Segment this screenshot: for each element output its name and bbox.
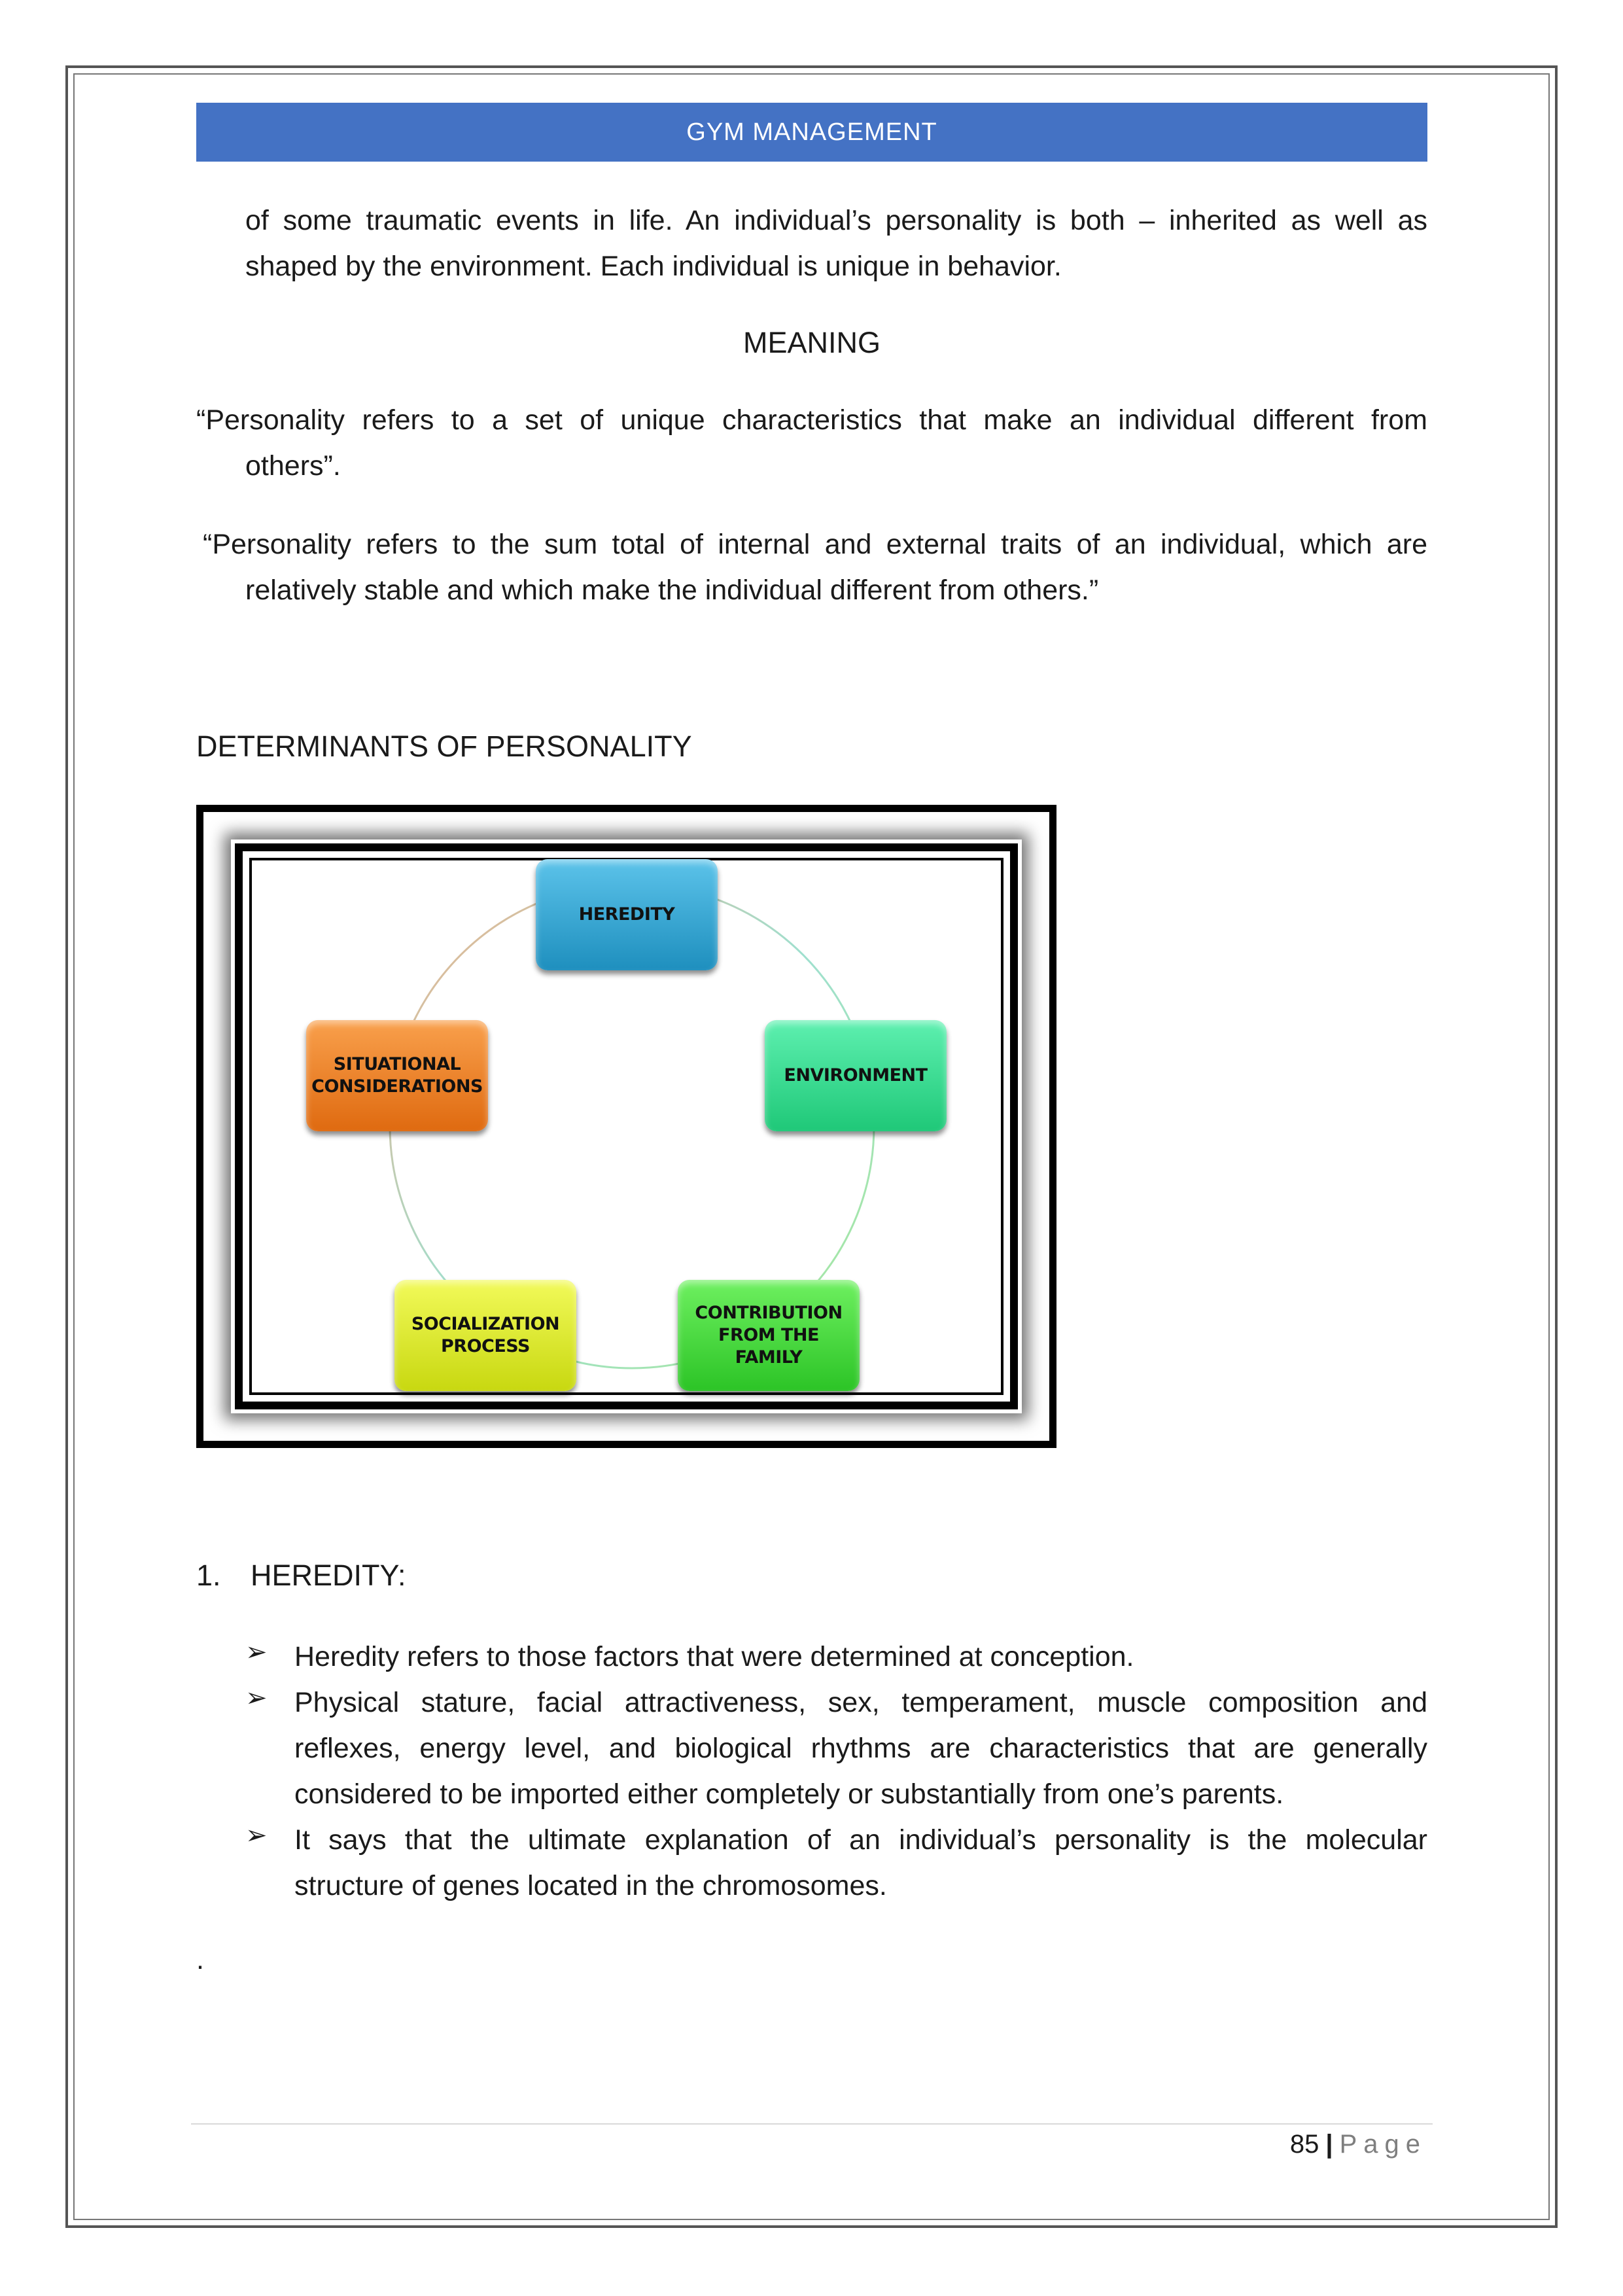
node-environment: ENVIRONMENT (765, 1020, 947, 1131)
definition-2-line-1: “Personality refers to the sum total of … (203, 529, 1427, 560)
bullet-2-line-1: Physical stature, facial attractiveness,… (294, 1687, 1427, 1718)
page-border-outer (65, 65, 1558, 2228)
page-border-inner (73, 73, 1550, 2220)
footer-divider (191, 2123, 1433, 2125)
bullet-3-line-1: It says that the ultimate explanation of… (294, 1824, 1427, 1856)
node-socialization-label: SOCIALIZATION PROCESS (411, 1314, 560, 1356)
bullet-2-line-2: reflexes, energy level, and biological r… (294, 1733, 1427, 1764)
arrow-bullet-icon: ➢ (245, 1821, 268, 1850)
definition-1-line-2: others”. (245, 450, 341, 482)
definition-1-line-1: “Personality refers to a set of unique c… (196, 404, 1427, 436)
intro-line-2: shaped by the environment. Each individu… (245, 251, 1062, 282)
node-situational-considerations: SITUATIONAL CONSIDERATIONS (306, 1020, 488, 1131)
heredity-number: 1. (196, 1559, 221, 1592)
intro-line-1: of some traumatic events in life. An ind… (245, 205, 1427, 236)
determinants-diagram: HEREDITY ENVIRONMENT CONTRIBUTION FROM T… (196, 805, 1056, 1448)
definition-2-line-2: relatively stable and which make the ind… (245, 574, 1099, 606)
page-number: 85 (1289, 2130, 1319, 2159)
bullet-1-line-1: Heredity refers to those factors that we… (294, 1641, 1134, 1672)
node-family-label: CONTRIBUTION FROM THE FAMILY (695, 1303, 843, 1368)
bullet-3-line-2: structure of genes located in the chromo… (294, 1870, 887, 1901)
footer-separator: | (1325, 2130, 1333, 2159)
arrow-bullet-icon: ➢ (245, 1684, 268, 1712)
node-heredity: HEREDITY (536, 859, 718, 970)
node-environment-label: ENVIRONMENT (784, 1065, 928, 1086)
trailing-period: . (196, 1944, 204, 1975)
node-contribution-from-family: CONTRIBUTION FROM THE FAMILY (678, 1280, 860, 1391)
diagram-frame (235, 843, 1018, 1409)
page-header: GYM MANAGEMENT (196, 103, 1427, 162)
bullet-2-line-3: considered to be imported either complet… (294, 1778, 1284, 1810)
meaning-heading: MEANING (742, 326, 881, 359)
determinants-heading: DETERMINANTS OF PERSONALITY (196, 730, 692, 763)
page-footer: 85|Page (1290, 2130, 1427, 2159)
page-label: Page (1339, 2130, 1427, 2159)
node-heredity-label: HEREDITY (578, 904, 675, 925)
node-socialization-process: SOCIALIZATION PROCESS (394, 1280, 576, 1391)
heredity-heading: HEREDITY: (251, 1559, 406, 1592)
header-title: GYM MANAGEMENT (686, 118, 937, 146)
arrow-bullet-icon: ➢ (245, 1638, 268, 1667)
node-situational-label: SITUATIONAL CONSIDERATIONS (311, 1054, 483, 1097)
